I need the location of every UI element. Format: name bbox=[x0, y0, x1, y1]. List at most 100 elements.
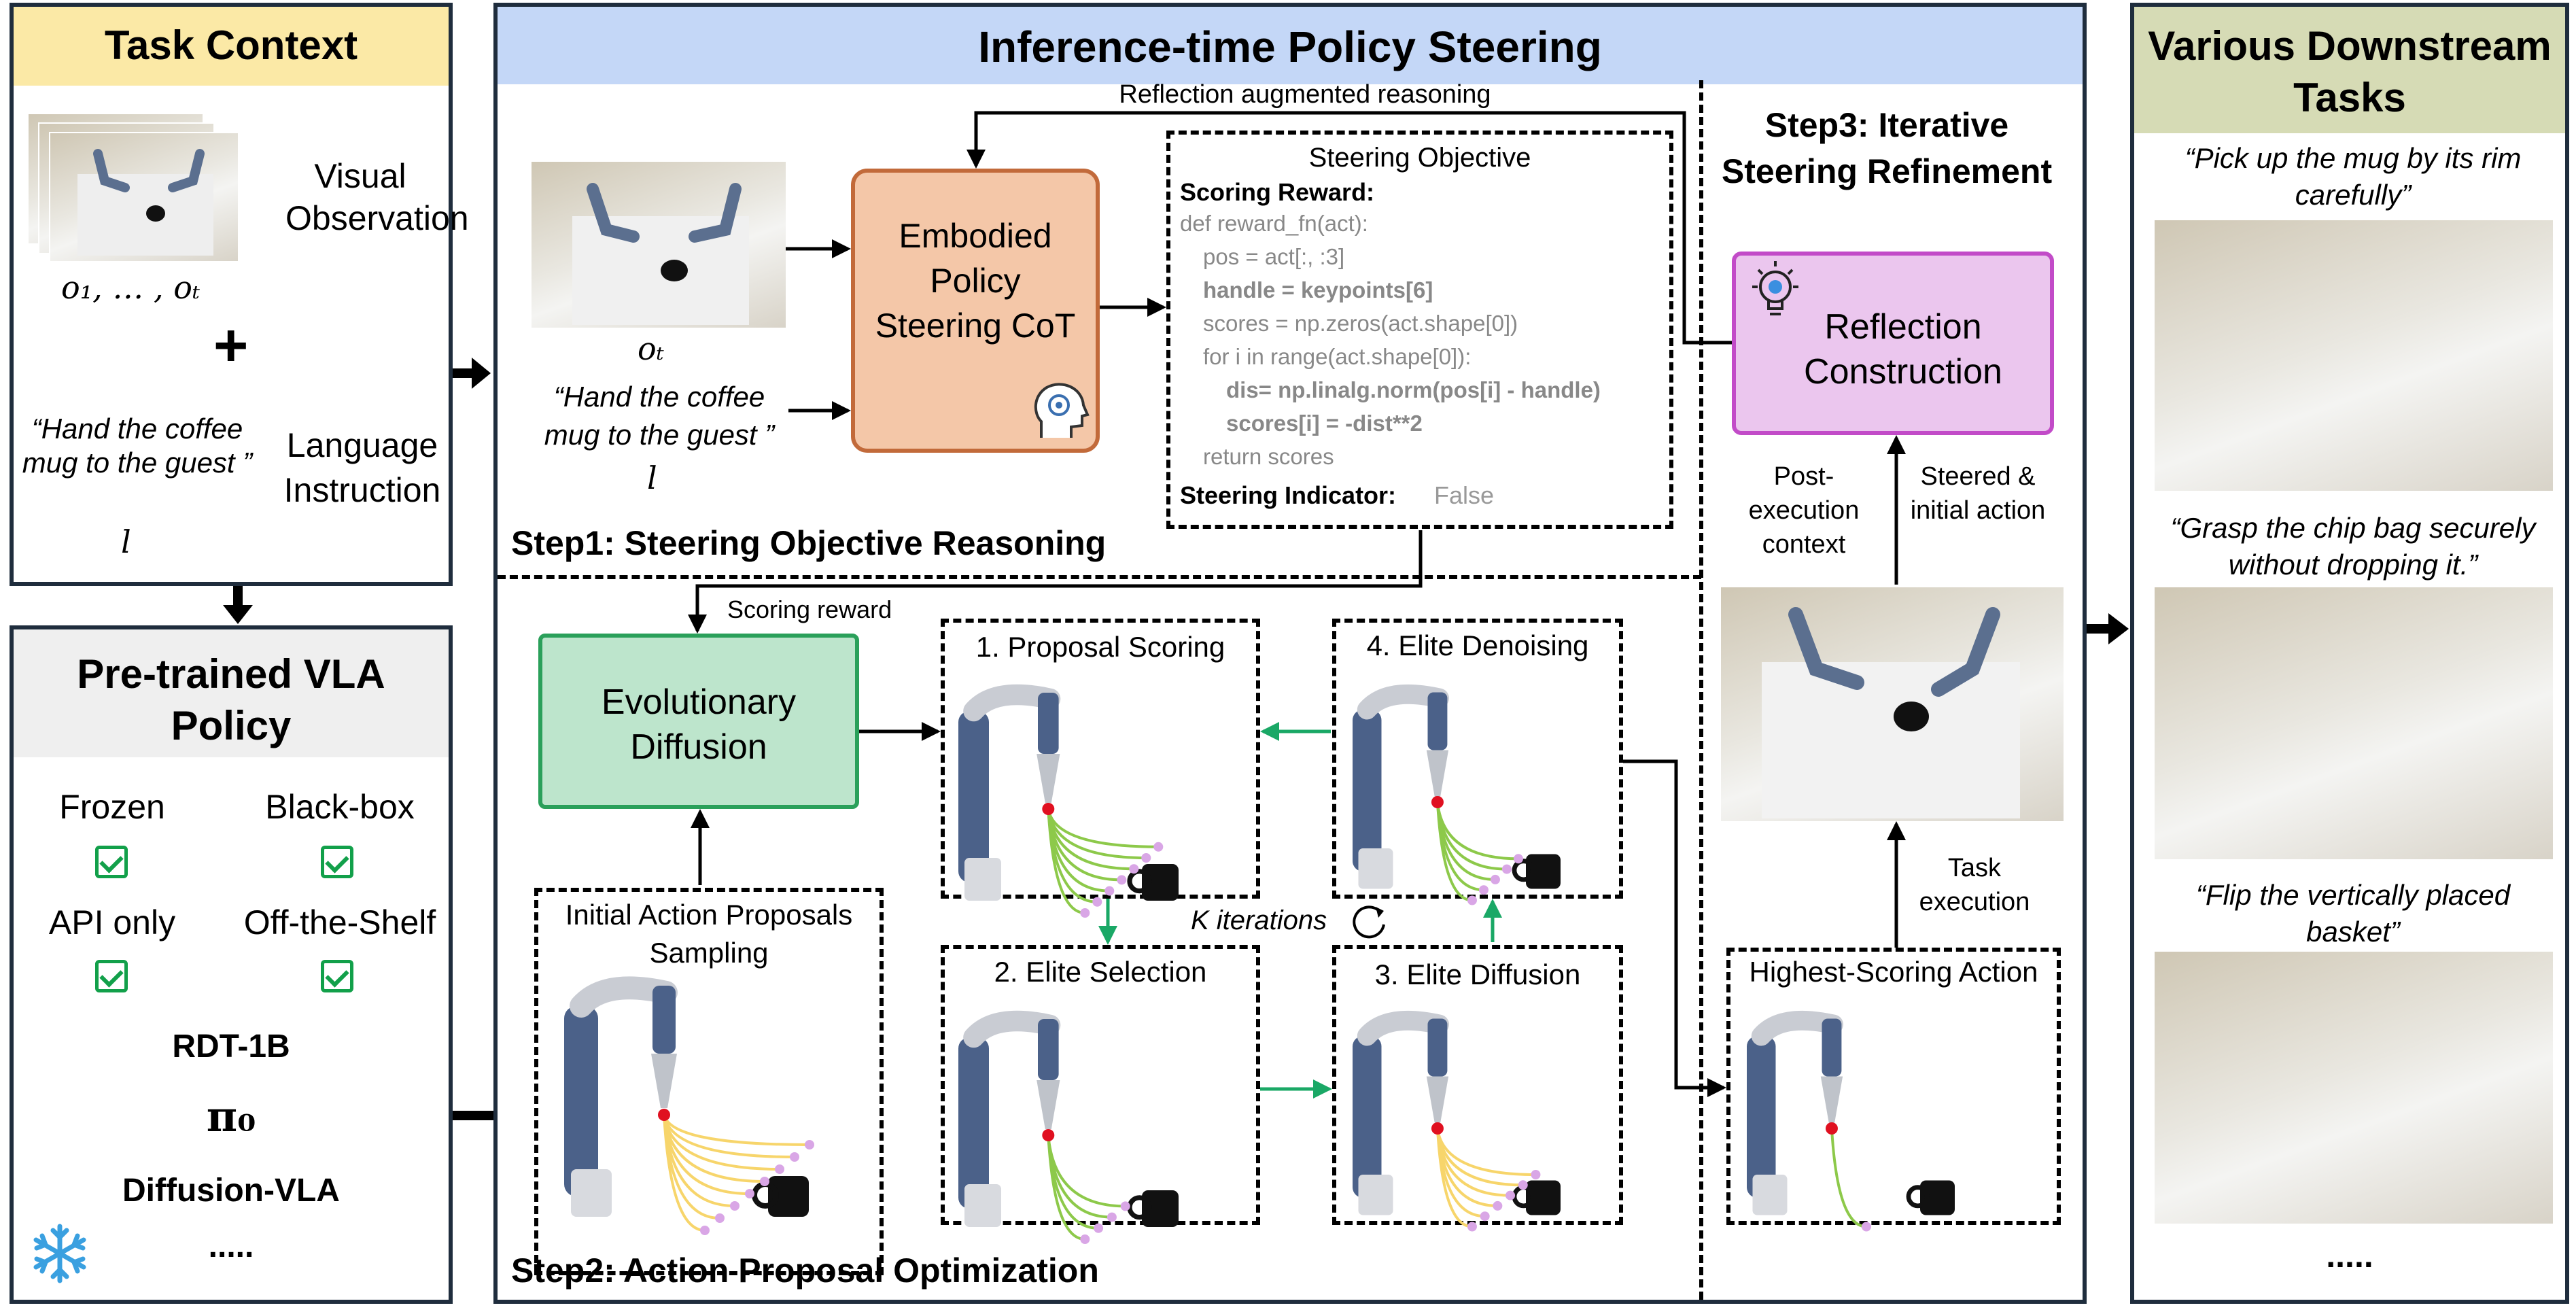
elite-selection-label: 2. Elite Selection bbox=[994, 956, 1207, 988]
trajectory-endpoint bbox=[1518, 1180, 1528, 1190]
code-line: scores = np.zeros(act.shape[0]) bbox=[1203, 311, 1518, 336]
trajectory-endpoint bbox=[1080, 908, 1090, 918]
trajectory-endpoint bbox=[1094, 1223, 1104, 1233]
check-icon bbox=[321, 846, 353, 878]
action-trajectory bbox=[663, 1114, 810, 1146]
gripper-point bbox=[1042, 803, 1055, 815]
steering-indicator-value: False bbox=[1434, 481, 1495, 509]
code-line: pos = act[:, :3] bbox=[1203, 244, 1345, 269]
robot-base bbox=[1358, 1175, 1393, 1215]
check-icon bbox=[95, 846, 128, 878]
robot-arm bbox=[1353, 710, 1382, 871]
task-1-image bbox=[2155, 220, 2553, 491]
trajectory-endpoint bbox=[715, 1213, 725, 1223]
trajectory-endpoint bbox=[1092, 897, 1102, 907]
check-icon bbox=[95, 960, 128, 992]
action-trajectory bbox=[1830, 1128, 1867, 1228]
check-icon bbox=[321, 960, 353, 992]
model-ellipsis: ..... bbox=[208, 1228, 254, 1264]
step1-instruction-quote: “Hand the coffee mug to the guest ” bbox=[544, 381, 775, 451]
trajectory-endpoint bbox=[760, 1177, 769, 1186]
context-to-inference-arrow bbox=[453, 358, 491, 389]
gripper-point bbox=[1431, 796, 1444, 808]
mug-icon bbox=[1526, 1180, 1561, 1215]
step1-instruction-symbol: l bbox=[647, 460, 657, 496]
observation-sequence: o₁, … , oₜ bbox=[61, 269, 201, 306]
highest-scoring-label: Highest-Scoring Action bbox=[1749, 956, 2038, 988]
action-trajectory bbox=[663, 1114, 795, 1158]
trajectory-endpoint bbox=[730, 1201, 739, 1211]
code-line: dis= np.linalg.norm(pos[i] - handle) bbox=[1226, 377, 1601, 402]
downstream-title: Various Downstream Tasks bbox=[2148, 23, 2552, 120]
vla-policy-header bbox=[14, 629, 449, 757]
trajectory-endpoint bbox=[1513, 854, 1523, 864]
task-execution-label: Task execution bbox=[1919, 854, 2030, 916]
code-line: return scores bbox=[1203, 444, 1334, 469]
gripper-point bbox=[1431, 1122, 1444, 1135]
robot-base bbox=[571, 1169, 612, 1217]
steering-indicator-label: Steering Indicator: bbox=[1180, 481, 1397, 509]
reflection-construction-box bbox=[1732, 252, 2054, 435]
trajectory-endpoint bbox=[1478, 885, 1489, 895]
robot-arm bbox=[958, 1037, 989, 1209]
trajectory-endpoint bbox=[1493, 1200, 1503, 1211]
action-trajectory bbox=[1435, 801, 1518, 861]
inference-to-downstream-arrow bbox=[2087, 613, 2129, 644]
trajectory-endpoint bbox=[745, 1189, 754, 1198]
step1-obs-symbol: oₜ bbox=[638, 330, 665, 367]
trajectory-endpoint bbox=[1107, 1212, 1117, 1222]
robot-wrist bbox=[1427, 1018, 1448, 1077]
elite-diffusion-label: 3. Elite Diffusion bbox=[1374, 958, 1581, 990]
robot-gripper bbox=[1426, 750, 1449, 797]
step3-label: Step3: Iterative Steering Refinement bbox=[1721, 106, 2053, 190]
highest-scoring-box bbox=[1726, 948, 2061, 1225]
robot-arm bbox=[1747, 1036, 1776, 1198]
mug-icon bbox=[1142, 864, 1179, 901]
trajectory-endpoint bbox=[805, 1140, 814, 1149]
robot-gripper bbox=[1037, 1080, 1060, 1129]
lightbulb-icon bbox=[1752, 261, 1798, 315]
robot-arm bbox=[1353, 1036, 1382, 1198]
action-trajectory bbox=[1047, 1135, 1126, 1208]
proposal-scoring-box bbox=[941, 619, 1260, 899]
task-context-header bbox=[14, 7, 449, 86]
mug-handle bbox=[1127, 869, 1152, 894]
model-diffusion-vla: Diffusion-VLA bbox=[122, 1173, 340, 1209]
initial-sampling-label: Initial Action Proposals Sampling bbox=[565, 899, 853, 969]
elite-selection-box bbox=[941, 945, 1260, 1225]
steering-objective-box bbox=[1166, 131, 1673, 529]
code-line: def reward_fn(act): bbox=[1180, 211, 1368, 236]
trajectory-endpoint bbox=[775, 1164, 784, 1174]
task-1-quote: “Pick up the mug by its rim carefully” bbox=[2185, 142, 2522, 211]
evolutionary-diffusion-label: Evolutionary Diffusion bbox=[601, 682, 797, 767]
elite-denoising-label: 4. Elite Denoising bbox=[1366, 629, 1589, 661]
robot-base bbox=[1358, 848, 1393, 889]
trajectory-endpoint bbox=[1501, 864, 1512, 874]
robot-gripper bbox=[1426, 1076, 1449, 1123]
task-context-panel: Task Context Visual Observation o₁, … , … bbox=[10, 3, 469, 586]
robot-wrist bbox=[1427, 692, 1448, 750]
downstream-ellipsis: ..... bbox=[2326, 1237, 2373, 1275]
mug-handle bbox=[1512, 859, 1535, 882]
model-rdt: RDT-1B bbox=[172, 1028, 290, 1065]
trajectory-endpoint bbox=[1153, 842, 1164, 852]
downstream-header bbox=[2134, 7, 2565, 133]
execution-result-image bbox=[1721, 587, 2064, 821]
gripper-point bbox=[1042, 1129, 1055, 1141]
language-instruction-label: Language Instruction bbox=[283, 426, 441, 509]
reflection-reasoning-label: Reflection augmented reasoning bbox=[1119, 80, 1491, 109]
code-line: handle = keypoints[6] bbox=[1203, 277, 1433, 302]
prop-frozen: Frozen bbox=[59, 788, 165, 826]
prop-api-only: API only bbox=[48, 903, 176, 941]
snowflake-icon bbox=[33, 1224, 86, 1283]
mug-handle bbox=[1906, 1185, 1930, 1209]
trajectory-endpoint bbox=[1141, 853, 1151, 863]
trajectory-endpoint bbox=[1080, 1234, 1090, 1244]
task-3-quote: “Flip the vertically placed basket” bbox=[2195, 879, 2511, 948]
robot-base bbox=[964, 1184, 1001, 1227]
reflection-construction-label: Reflection Construction bbox=[1804, 307, 2002, 392]
mug-icon bbox=[768, 1176, 809, 1217]
inference-title: Inference-time Policy Steering bbox=[978, 22, 1602, 71]
robot-arm bbox=[958, 711, 989, 882]
